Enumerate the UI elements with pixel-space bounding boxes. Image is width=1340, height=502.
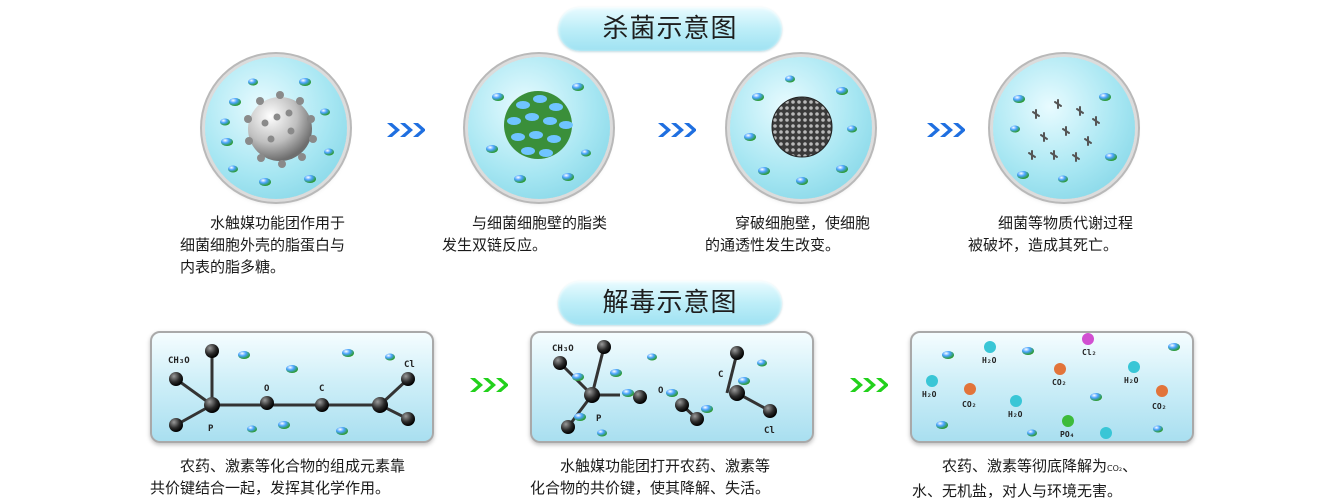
sterilize-step-1-illustration [205,57,347,199]
detox-step-1-illustration: CH₃O P O C Cl [150,331,434,443]
arrow-right-icon [470,378,508,392]
label-h2o: H₂O [1124,376,1139,385]
co2-subscript: CO₂ [1107,464,1123,473]
sterilize-step-2-illustration [468,57,610,199]
sterilize-diagram-title: 杀菌示意图 [558,7,782,51]
label-h2o: H₂O [982,356,997,365]
detox-step-3-caption: 农药、激素等彻底降解为CO₂、 水、无机盐，对人与环境无害。 [912,457,1138,500]
molecule-products-icon: H₂O Cl₂ CO₂ H₂O H₂O CO₂ H₂O CO₂ PO₄ [922,333,1180,439]
label-cl2: Cl₂ [1082,348,1096,357]
label-c: C [718,370,723,380]
label-cl: Cl [404,360,415,370]
label-h2o: H₂O [1008,410,1023,419]
label-ch3o: CH₃O [168,356,190,366]
arrow-right-icon [658,123,696,137]
label-cl: Cl [764,426,775,436]
arrow-right-icon [927,123,965,137]
label-p: P [596,414,602,424]
arrow-right-icon [387,123,425,137]
sterilize-step-1-caption: 水触媒功能团作用于 细菌细胞外壳的脂蛋白与 内表的脂多糖。 [180,214,346,276]
label-co2: CO₂ [1152,402,1166,411]
label-co2: CO₂ [962,400,976,409]
label-po4: PO₄ [1060,430,1074,439]
label-o: O [264,384,270,394]
sterilize-step-3-illustration [730,57,872,199]
sterilize-step-3-caption: 穿破细胞壁，使细胞 的通透性发生改变。 [705,214,871,254]
arrow-right-icon [850,378,888,392]
label-p: P [208,424,214,434]
molecule-intact-icon: CH₃O P O C Cl [168,344,415,435]
label-ch3o: CH₃O [552,344,574,354]
label-co2: CO₂ [1052,378,1066,387]
label-o: O [658,386,664,396]
label-c: C [319,384,324,394]
detox-step-3-illustration: H₂O Cl₂ CO₂ H₂O H₂O CO₂ H₂O CO₂ PO₄ [910,331,1194,443]
detox-step-2-illustration: CH₃O P O C Cl [530,331,814,443]
detox-step-1-caption: 农药、激素等化合物的组成元素靠 共价键结合一起，发挥其化学作用。 [150,457,406,497]
detox-step-2-caption: 水触媒功能团打开农药、激素等 化合物的共价键，使其降解、失活。 [530,457,771,497]
bacterium-perforated-icon [744,75,857,185]
bacterium-fragments-icon [1010,93,1117,183]
sterilize-step-2-caption: 与细菌细胞壁的脂类 发生双链反应。 [442,214,608,254]
bacterium-spiky-icon [220,78,334,186]
detox-diagram-title: 解毒示意图 [558,281,782,325]
label-h2o: H₂O [922,390,937,399]
sterilize-step-4-illustration [993,57,1135,199]
bacterium-coated-icon [486,83,591,183]
molecule-breaking-icon: CH₃O P O C Cl [552,340,777,437]
sterilize-step-4-caption: 细菌等物质代谢过程 被破坏，造成其死亡。 [968,214,1134,254]
